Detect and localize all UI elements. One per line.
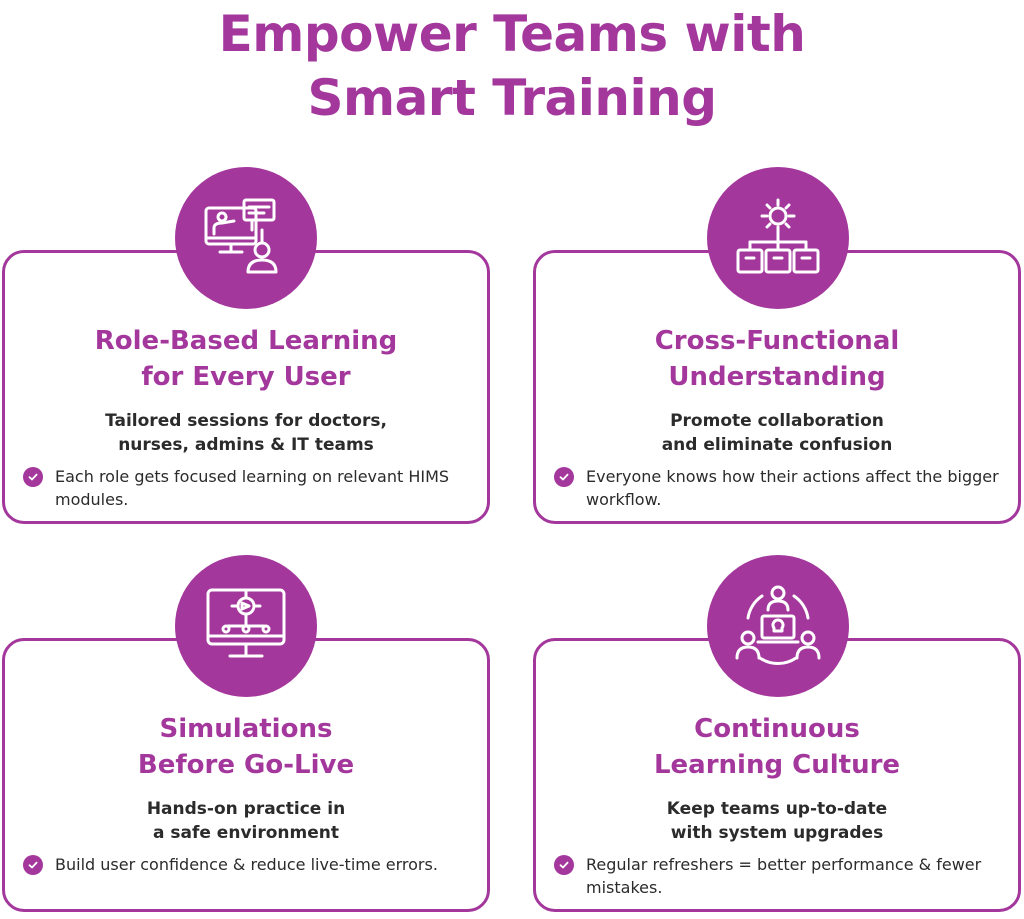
card-title-line-2: for Every User <box>141 362 351 392</box>
card-subtitle: Keep teams up-to-date with system upgrad… <box>536 797 1018 845</box>
card-title: Role-Based Learning for Every User <box>5 323 487 395</box>
card-title-line-1: Simulations <box>159 714 333 744</box>
card-point: Everyone knows how their actions affect … <box>554 465 1002 511</box>
card-subtitle-line-1: Promote collaboration <box>670 411 884 431</box>
card-point-text: Regular refreshers = better performance … <box>586 855 982 897</box>
card-subtitle-line-2: and eliminate confusion <box>661 435 893 455</box>
monitor-gear-network-icon <box>175 555 317 697</box>
card-title: Cross-Functional Understanding <box>536 323 1018 395</box>
card-subtitle-line-2: a safe environment <box>152 823 339 843</box>
card-subtitle: Hands-on practice in a safe environment <box>5 797 487 845</box>
card-subtitle-line-2: nurses, admins & IT teams <box>118 435 374 455</box>
card-cross-functional: Cross-Functional Understanding Promote c… <box>533 250 1021 524</box>
card-title-line-2: Before Go-Live <box>137 750 355 780</box>
card-title-line-2: Understanding <box>668 362 886 392</box>
card-subtitle: Tailored sessions for doctors, nurses, a… <box>5 409 487 457</box>
presentation-trainer-icon <box>175 167 317 309</box>
check-circle-icon <box>554 855 574 875</box>
check-circle-icon <box>23 855 43 875</box>
card-point: Each role gets focused learning on relev… <box>23 465 471 511</box>
card-title-line-1: Cross-Functional <box>654 326 900 356</box>
gear-workflow-icon <box>707 167 849 309</box>
card-title-line-1: Continuous <box>694 714 860 744</box>
card-title-line-1: Role-Based Learning <box>94 326 398 356</box>
card-title: Simulations Before Go-Live <box>5 711 487 783</box>
page-title-line-2: Smart Training <box>307 69 717 127</box>
card-title-line-2: Learning Culture <box>653 750 901 780</box>
card-subtitle-line-1: Tailored sessions for doctors, <box>105 411 387 431</box>
card-point: Build user confidence & reduce live-time… <box>23 853 471 876</box>
card-subtitle-line-2: with system upgrades <box>670 823 884 843</box>
card-subtitle-line-1: Keep teams up-to-date <box>666 799 888 819</box>
card-point-text: Build user confidence & reduce live-time… <box>55 855 438 874</box>
card-subtitle-line-1: Hands-on practice in <box>146 799 346 819</box>
card-point: Regular refreshers = better performance … <box>554 853 1002 899</box>
team-learning-cycle-icon <box>707 555 849 697</box>
card-point-text: Everyone knows how their actions affect … <box>586 467 999 509</box>
card-subtitle: Promote collaboration and eliminate conf… <box>536 409 1018 457</box>
card-title: Continuous Learning Culture <box>536 711 1018 783</box>
page-title-line-1: Empower Teams with <box>218 5 806 63</box>
card-point-text: Each role gets focused learning on relev… <box>55 467 450 509</box>
check-circle-icon <box>554 467 574 487</box>
check-circle-icon <box>23 467 43 487</box>
page-title: Empower Teams with Smart Training <box>0 2 1024 130</box>
